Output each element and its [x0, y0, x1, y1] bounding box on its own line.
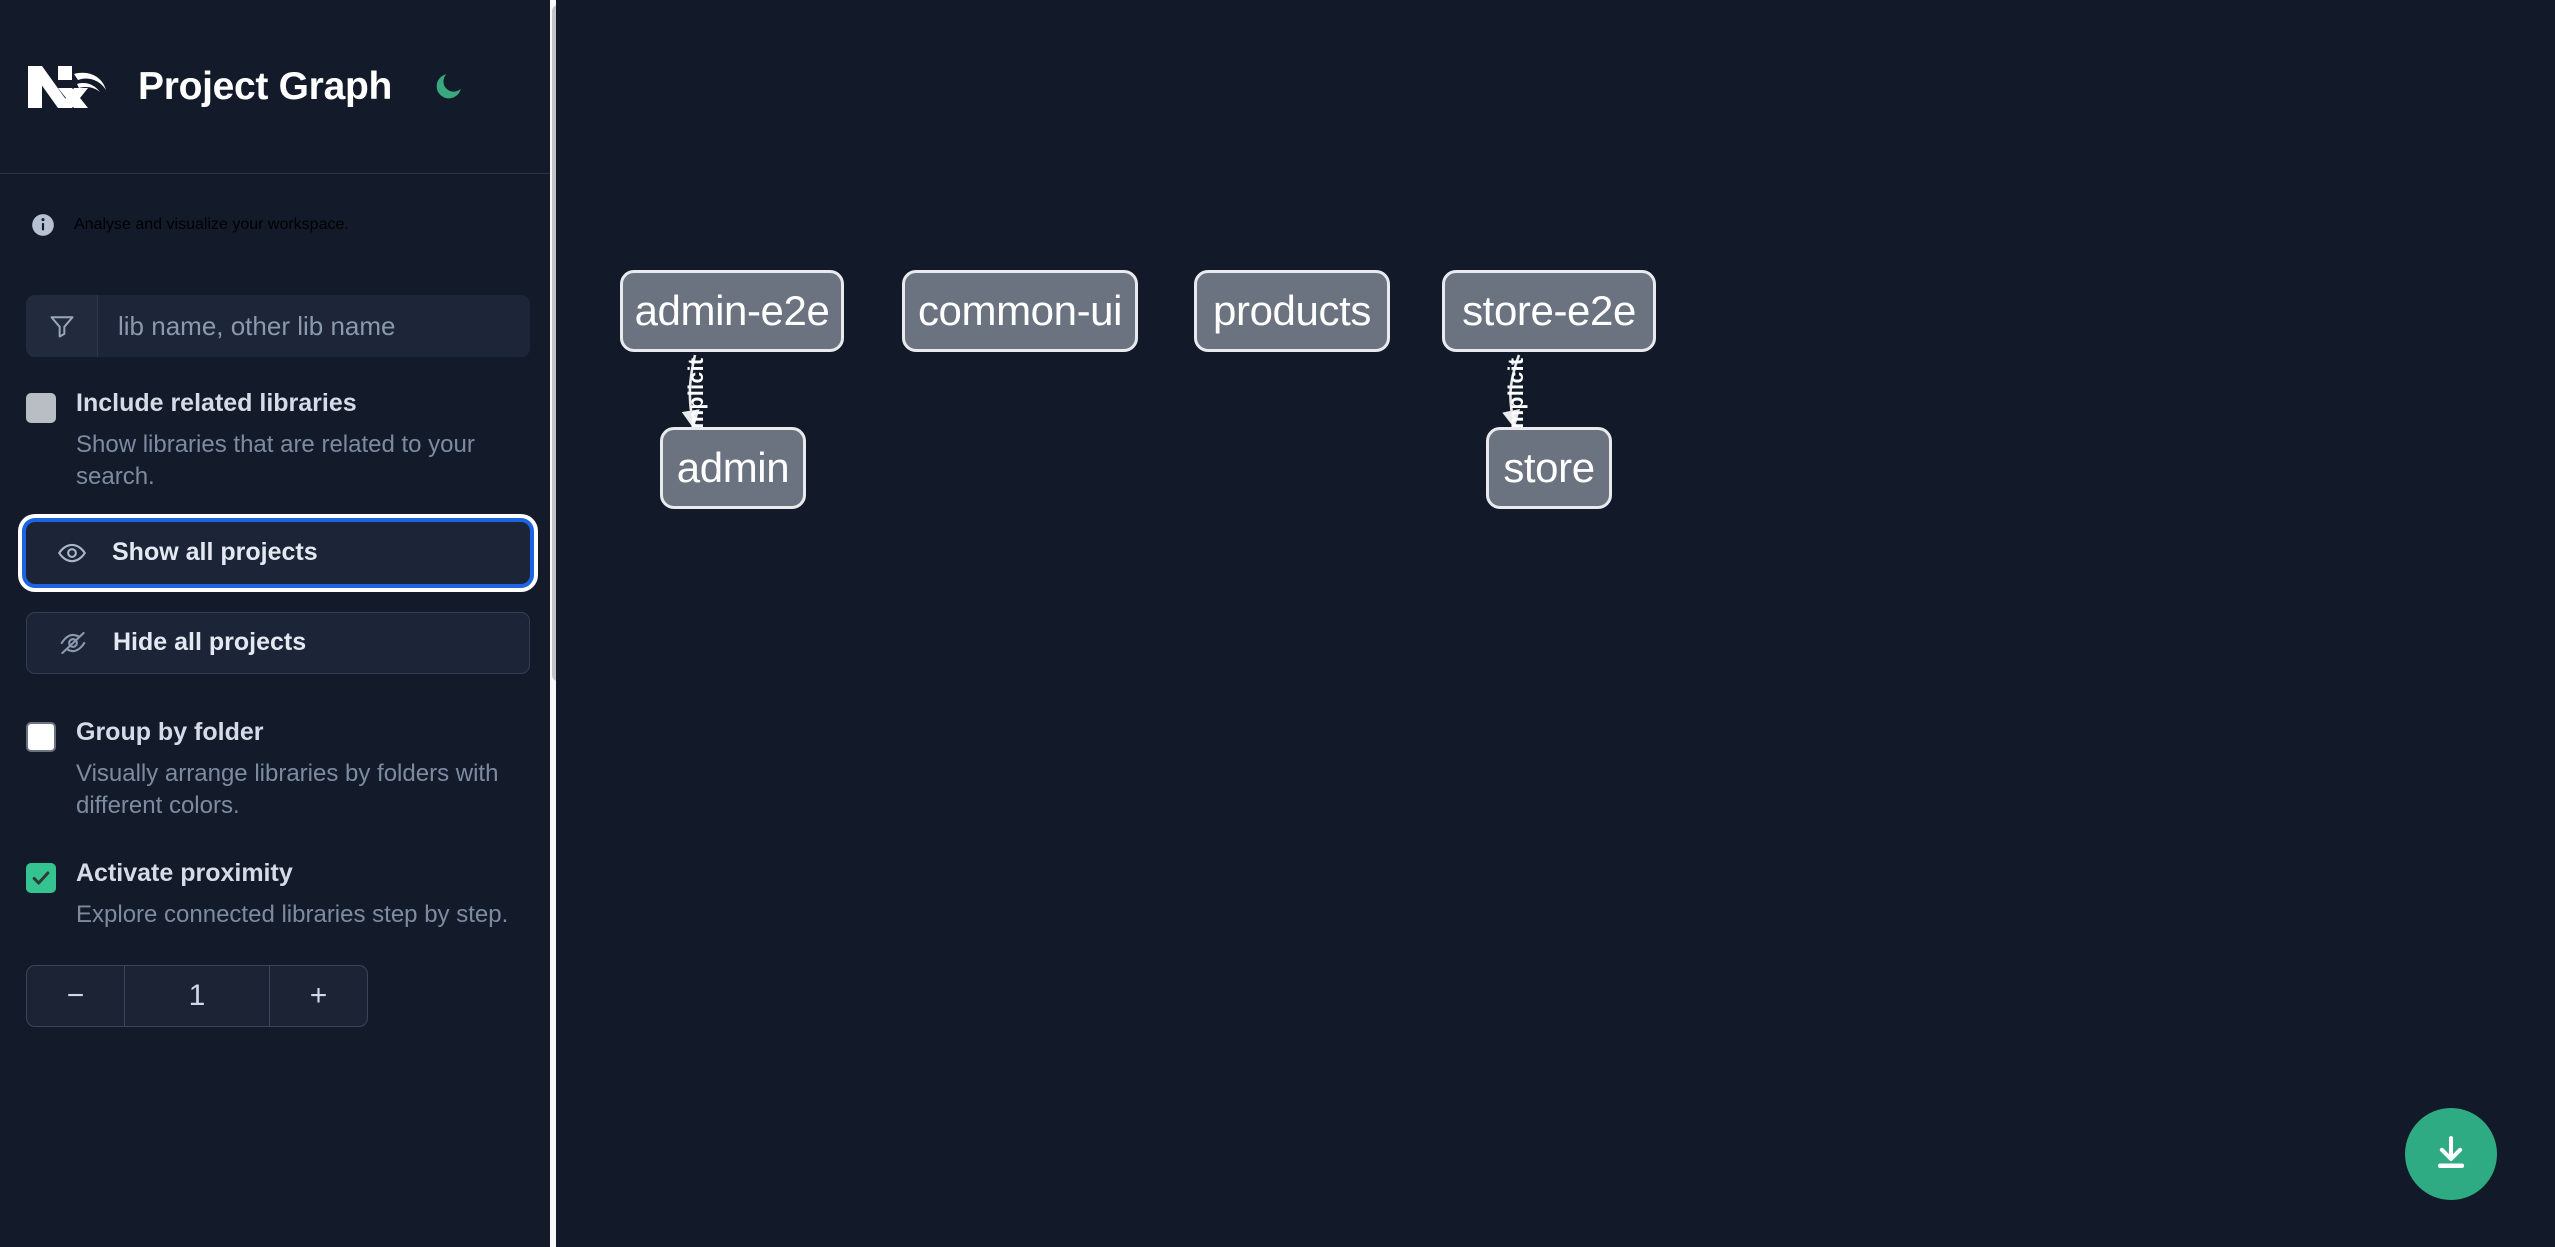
moon-icon[interactable] — [426, 65, 470, 109]
eye-off-icon — [55, 625, 91, 661]
eye-icon — [54, 535, 90, 571]
info-icon — [30, 212, 56, 238]
activate-proximity-description: Explore connected libraries step by step… — [76, 900, 509, 928]
hide-all-projects-label: Hide all projects — [113, 628, 307, 657]
nx-logo — [26, 56, 114, 118]
sidebar-body: Analyse and visualize your workspace. In… — [0, 174, 556, 1027]
sidebar: Project Graph Analyse and visualize your… — [0, 0, 556, 1247]
proximity-increment-button[interactable]: + — [269, 965, 367, 1026]
include-related-libraries-checkbox[interactable] — [26, 393, 56, 423]
activate-proximity-checkbox[interactable] — [26, 862, 56, 893]
sidebar-scrollbar-thumb[interactable] — [552, 5, 556, 681]
include-related-libraries-label: Include related libraries — [76, 389, 357, 417]
page-title: Project Graph — [138, 64, 392, 108]
proximity-stepper[interactable]: − 1 + — [26, 964, 368, 1027]
filter-field[interactable] — [26, 295, 530, 357]
workspace-tagline: Analyse and visualize your workspace. — [26, 174, 530, 238]
graph-node-common-ui[interactable]: common-ui — [902, 270, 1138, 352]
tagline-text: Analyse and visualize your workspace. — [74, 216, 349, 233]
download-icon — [2430, 1132, 2472, 1177]
activate-proximity-label: Activate proximity — [76, 858, 293, 887]
proximity-decrement-button[interactable]: − — [27, 965, 125, 1026]
edge-store-e2e-to-store — [1502, 354, 1521, 429]
option-include-related-libraries[interactable]: Include related libraries Show libraries… — [26, 389, 530, 494]
option-activate-proximity[interactable]: Activate proximity Explore connected lib… — [26, 859, 530, 931]
graph-node-products[interactable]: products — [1194, 270, 1390, 352]
group-by-folder-description: Visually arrange libraries by folders wi… — [76, 759, 499, 820]
option-group-by-folder[interactable]: Group by folder Visually arrange librari… — [26, 718, 530, 823]
show-all-projects-label: Show all projects — [112, 538, 318, 567]
graph-node-admin-e2e[interactable]: admin-e2e — [620, 270, 844, 352]
include-related-libraries-description: Show libraries that are related to your … — [76, 431, 475, 491]
funnel-icon — [26, 295, 98, 357]
graph-node-admin[interactable]: admin — [660, 427, 806, 509]
group-by-folder-label: Group by folder — [76, 717, 264, 746]
proximity-value: 1 — [188, 978, 206, 1012]
filter-input[interactable] — [98, 295, 530, 357]
group-by-folder-checkbox[interactable] — [26, 721, 56, 752]
edge-admin-e2e-to-admin — [681, 354, 700, 429]
graph-node-store-e2e[interactable]: store-e2e — [1442, 270, 1656, 352]
show-all-projects-button[interactable]: Show all projects — [26, 521, 530, 584]
sidebar-header: Project Graph — [0, 0, 556, 174]
hide-all-projects-button[interactable]: Hide all projects — [26, 611, 530, 674]
edge-label-store-implicit: implicit — [1505, 357, 1528, 435]
graph-canvas[interactable]: implicit implicit admin-e2e common-ui pr… — [556, 0, 2555, 1247]
graph-node-store[interactable]: store — [1486, 427, 1612, 509]
edge-label-admin-implicit: implicit — [685, 357, 708, 435]
download-graph-button[interactable] — [2405, 1108, 2497, 1200]
graph-edges — [681, 354, 1521, 429]
